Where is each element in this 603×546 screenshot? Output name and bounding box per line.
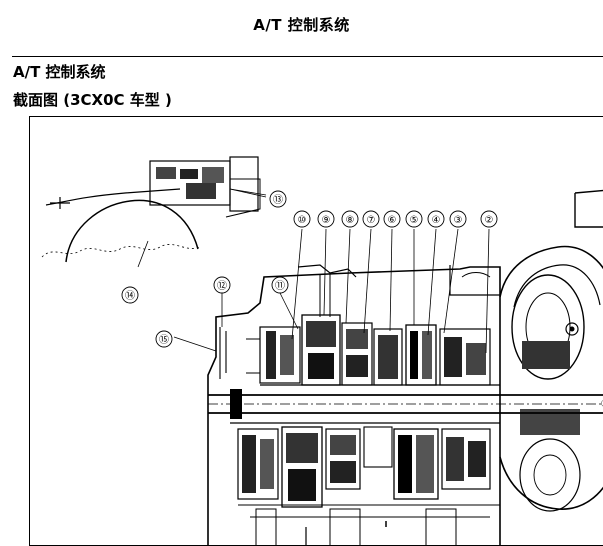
callout-2: ②	[480, 210, 498, 228]
callout-6-label: ⑥	[388, 215, 397, 226]
transmission-drawing: ① ② ③ ④ ⑤ ⑥ ⑦ ⑧ ⑨ ⑩ ⑪ ⑫	[41, 156, 603, 545]
callout-8: ⑧	[341, 210, 359, 228]
callout-7: ⑦	[362, 210, 380, 228]
callout-8-label: ⑧	[346, 215, 355, 226]
callout-3-label: ③	[454, 215, 463, 226]
leader-lines	[137, 188, 490, 354]
callout-1: ①	[601, 399, 603, 410]
cross-section-figure: ① ② ③ ④ ⑤ ⑥ ⑦ ⑧ ⑨ ⑩ ⑪ ⑫	[29, 116, 603, 546]
lower-gear-train	[230, 422, 500, 545]
callout-9-label: ⑨	[322, 215, 331, 226]
callout-4: ④	[427, 210, 445, 228]
callout-4-label: ④	[432, 215, 441, 226]
callout-11-label: ⑪	[275, 280, 285, 292]
header-rule	[12, 56, 603, 57]
running-header: A/T 控制系统	[253, 16, 350, 34]
callout-10: ⑩	[293, 210, 311, 228]
main-shaft	[208, 389, 603, 419]
callout-15-label: ⑮	[159, 334, 169, 346]
callout-13-label: ⑬	[273, 194, 283, 206]
callout-11: ⑪	[271, 276, 289, 294]
callout-5-label: ⑤	[410, 215, 419, 226]
callout-12: ⑫	[213, 276, 231, 294]
section-title: A/T 控制系统	[13, 63, 106, 81]
transmission-case	[207, 264, 501, 545]
callout-13: ⑬	[269, 190, 287, 208]
callout-3: ③	[449, 210, 467, 228]
callout-15: ⑮	[155, 330, 173, 348]
callout-7-label: ⑦	[367, 215, 376, 226]
callout-14-label: ⑭	[125, 290, 135, 302]
callout-2-label: ②	[485, 215, 494, 226]
torque-converter	[499, 189, 603, 512]
inset-valve-body	[41, 156, 267, 263]
callout-9: ⑨	[317, 210, 335, 228]
callout-10-label: ⑩	[298, 215, 307, 226]
callout-5: ⑤	[405, 210, 423, 228]
callout-6: ⑥	[383, 210, 401, 228]
callout-1-label: ①	[601, 399, 603, 410]
upper-gear-train	[246, 314, 500, 386]
figure-title: 截面图 (3CX0C 车型 )	[13, 91, 172, 109]
callout-14: ⑭	[121, 286, 139, 304]
callout-12-label: ⑫	[217, 280, 227, 292]
